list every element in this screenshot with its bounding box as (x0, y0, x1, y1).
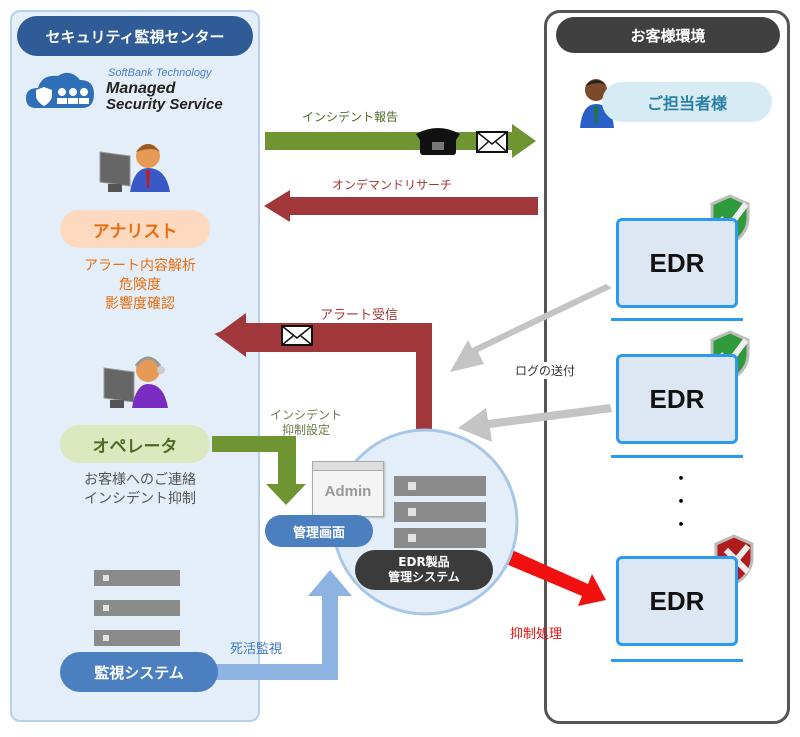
analyst-label: アナリスト (60, 210, 210, 248)
server-rack-icon (94, 630, 180, 646)
incident-suppress-arrow (212, 436, 306, 505)
ellipsis-dot: ・ (672, 492, 690, 513)
telephone-icon (416, 128, 460, 155)
envelope-icon (476, 131, 508, 153)
operator-headset-icon (103, 356, 168, 408)
server-rack-icon (94, 600, 180, 616)
operator-label: オペレータ (60, 425, 210, 463)
edr-divider (611, 659, 743, 662)
alive-monitoring-arrow (212, 570, 352, 680)
alert-received-arrow-body (216, 313, 432, 462)
contact-person-label: ご担当者様 (602, 82, 772, 122)
suppress-process-label: 抑制処理 (510, 627, 563, 642)
incident-suppress-line2: 抑制設定 (282, 423, 331, 437)
logo-line2: Security Service (106, 96, 223, 113)
admin-window-icon: Admin (312, 461, 384, 517)
incident-report-label: インシデント報告 (302, 110, 399, 124)
edr-divider (611, 318, 743, 321)
operator-description: お客様へのご連絡 インシデント抑制 (40, 471, 240, 509)
ellipsis-dot: ・ (672, 469, 690, 490)
operator-desc-line: インシデント抑制 (84, 491, 196, 507)
soc-title: セキュリティ監視センター (17, 16, 253, 56)
edr-mgmt-line1: EDR製品 (398, 555, 450, 569)
on-demand-research-arrow (264, 190, 538, 222)
alive-monitoring-label: 死活監視 (230, 642, 283, 657)
analyst-at-computer-icon (99, 144, 170, 192)
server-rack-icon (394, 502, 486, 522)
incident-suppress-setting-label: インシデント 抑制設定 (270, 408, 342, 438)
analyst-desc-line: 危険度 (119, 277, 161, 293)
cloud-shield-people-icon (26, 72, 94, 108)
log-send-arrow-2 (458, 404, 612, 442)
suppress-process-arrow (506, 550, 606, 606)
ellipsis-dot: ・ (672, 515, 690, 536)
analyst-description: アラート内容解析 危険度 影響度確認 (40, 257, 240, 314)
edr-endpoint: EDR (616, 556, 738, 646)
server-rack-icon (394, 528, 486, 548)
server-rack-icon (94, 570, 180, 586)
incident-suppress-line1: インシデント (270, 408, 343, 422)
logo-company: SoftBank Technology (108, 67, 212, 79)
log-send-arrow-1 (450, 284, 612, 372)
edr-divider (611, 455, 743, 458)
edr-endpoint: EDR (616, 354, 738, 444)
incident-report-arrow (265, 124, 536, 158)
operator-desc-line: お客様へのご連絡 (84, 472, 196, 488)
edr-endpoint: EDR (616, 218, 738, 308)
admin-window-text: Admin (324, 483, 372, 500)
alert-received-label: アラート受信 (320, 308, 399, 323)
customer-env-title: お客様環境 (556, 17, 780, 53)
on-demand-research-label: オンデマンドリサーチ (332, 178, 453, 192)
monitoring-system-label: 監視システム (60, 652, 218, 692)
logo-line1: Managed (106, 80, 176, 97)
server-rack-icon (394, 476, 486, 496)
analyst-desc-line: 影響度確認 (105, 296, 175, 312)
edr-mgmt-line2: 管理システム (388, 570, 460, 584)
log-send-label: ログの送付 (513, 362, 578, 379)
analyst-desc-line: アラート内容解析 (84, 258, 196, 274)
admin-window-titlebar (313, 462, 383, 471)
envelope-icon (281, 325, 313, 346)
admin-screen-label: 管理画面 (265, 515, 373, 547)
edr-management-system-label: EDR製品 管理システム (355, 550, 493, 590)
